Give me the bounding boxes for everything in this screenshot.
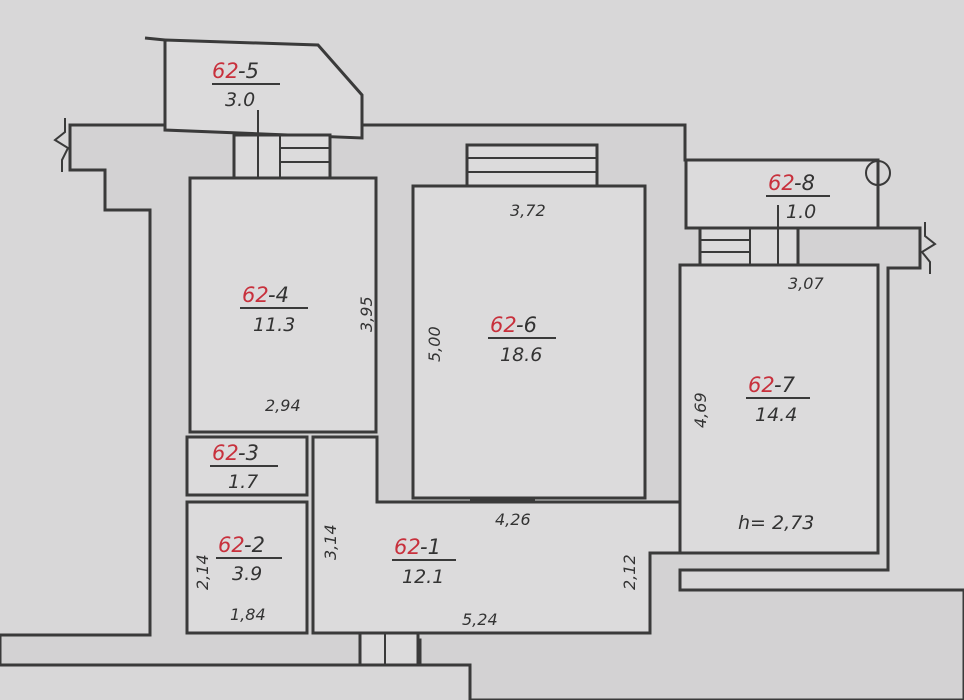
dim-r7-left: 4,69 [691,392,710,428]
room-62-6[interactable] [411,184,647,500]
svg-text:-1: -1 [420,535,441,559]
svg-text:-3: -3 [238,441,259,465]
label-62-4: 62-4 11.3 [240,283,308,336]
svg-text:1.0: 1.0 [786,201,816,223]
label-62-7: 62-7 14.4 [746,373,810,426]
svg-text:62: 62 [748,373,775,397]
svg-text:62: 62 [242,283,269,307]
svg-text:62: 62 [212,441,239,465]
svg-text:62: 62 [768,171,795,195]
svg-text:3.0: 3.0 [225,89,255,111]
label-62-5: 62-5 3.0 [212,59,280,111]
svg-text:62: 62 [490,313,517,337]
label-62-6: 62-6 18.6 [488,313,556,366]
room-62-1[interactable] [311,435,682,635]
room-62-5[interactable] [163,38,364,140]
label-62-1: 62-1 12.1 [392,535,456,588]
dim-r7-top: 3,07 [788,274,824,293]
label-62-2: 62-2 3.9 [216,533,282,585]
ceiling-height: h= 2,73 [738,512,814,534]
dim-r2-bottom: 1,84 [230,605,266,624]
room-62-4[interactable] [188,176,378,434]
label-62-3: 62-3 1.7 [210,441,278,493]
svg-text:14.4: 14.4 [755,404,797,426]
svg-text:-5: -5 [238,59,259,83]
svg-text:-7: -7 [774,373,796,397]
svg-text:-8: -8 [794,171,815,195]
window-62-4 [232,133,332,181]
dim-r1-left: 3,14 [321,524,340,560]
dim-r4-bottom: 2,94 [265,396,301,415]
svg-text:-4: -4 [268,283,289,307]
window-62-6 [465,143,599,189]
window-62-7 [698,226,800,268]
dim-r6-top: 3,72 [510,201,546,220]
dim-r2-left: 2,14 [193,554,212,590]
svg-text:12.1: 12.1 [402,566,444,588]
svg-text:3.9: 3.9 [232,563,262,585]
svg-text:11.3: 11.3 [253,314,295,336]
label-62-8: 62-8 1.0 [766,171,830,223]
entrance-door[interactable] [358,630,420,667]
svg-text:62: 62 [212,59,239,83]
break-mark-left [53,118,70,172]
dim-r1-right: 2,12 [620,554,639,590]
svg-text:-6: -6 [516,313,537,337]
left-corridor-wall [0,168,152,637]
balcony-rail [144,36,166,42]
dim-r1-bottom: 5,24 [462,610,498,629]
svg-text:62: 62 [218,533,245,557]
dim-r6-left: 5,00 [425,326,444,362]
room-62-7[interactable] [678,263,880,555]
dim-r4-right: 3,95 [357,296,376,332]
svg-text:-2: -2 [244,533,265,557]
svg-text:1.7: 1.7 [228,471,258,493]
svg-text:62: 62 [394,535,421,559]
room-62-2[interactable] [185,500,309,635]
svg-text:18.6: 18.6 [500,344,542,366]
break-mark-right [920,222,937,274]
dim-r1-top: 4,26 [495,510,531,529]
room-62-8[interactable] [684,158,880,230]
